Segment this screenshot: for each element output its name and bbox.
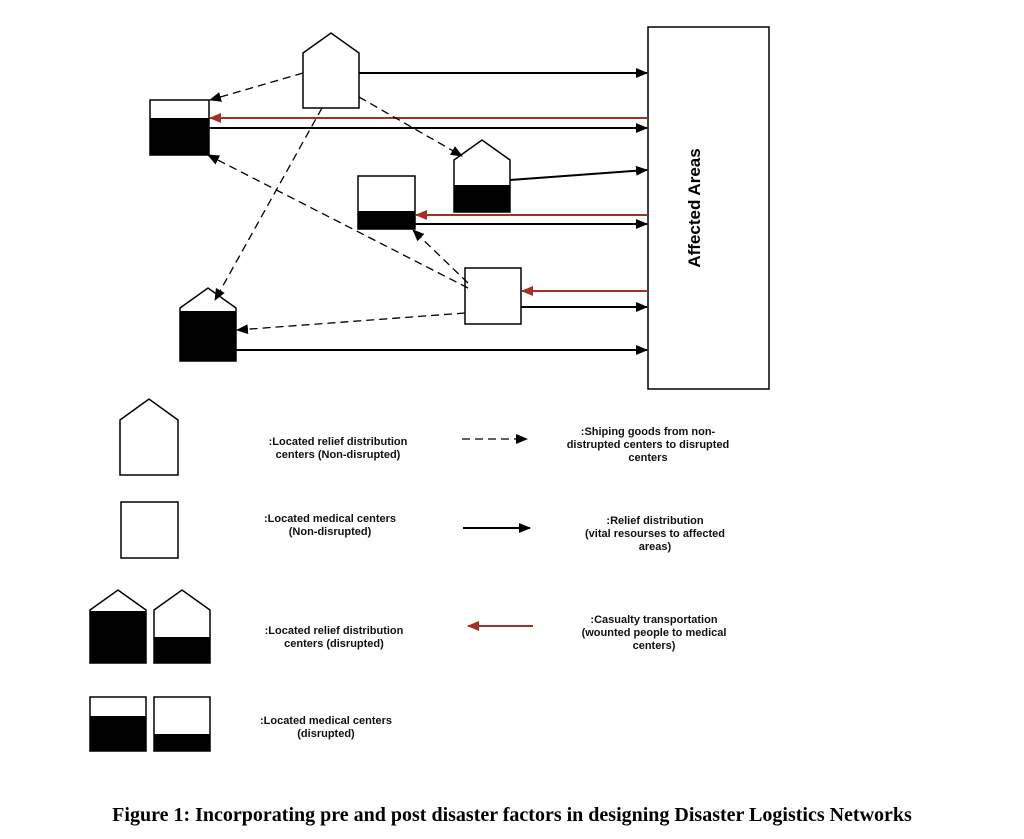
legend-relief-disrupted-full-icon [89, 589, 147, 664]
network-diagram: Affected Areas [89, 26, 770, 752]
shipping-dashed-arrows [207, 72, 469, 335]
legend-casualty-label: :Casualty transportation (wounted people… [581, 614, 727, 652]
legend-relief-distribution-label: :Relief distribution (vital resourses to… [585, 515, 725, 553]
legend-medical-non-disrupted-icon [120, 501, 179, 559]
legend-relief-non-disrupted-icon [119, 398, 179, 476]
legend-relief-disrupted-label: :Located relief distribution centers (di… [264, 625, 404, 650]
affected-areas-box [647, 26, 770, 390]
legend-medical-disrupted-partial-icon [153, 696, 211, 752]
legend-medical-non-disrupted-label: :Located medical centers (Non-disrupted) [263, 513, 397, 538]
legend-medical-disrupted-label: :Located medical centers (disrupted) [259, 715, 393, 740]
medical-center-lower-icon [464, 267, 522, 325]
relief-distribution-arrows [209, 68, 648, 355]
figure-caption: Figure 1: Incorporating pre and post dis… [112, 804, 912, 826]
medical-center-left-disrupted-icon [149, 99, 210, 156]
relief-center-top-icon [302, 32, 360, 109]
legend-shipping-label: :Shiping goods from non- distrupted cent… [566, 426, 730, 464]
legend-relief-non-disrupted-label: :Located relief distribution centers (No… [268, 436, 408, 461]
affected-areas-label: Affected Areas [685, 148, 704, 267]
legend-medical-disrupted-full-icon [89, 696, 147, 752]
casualty-transport-arrows [209, 113, 648, 296]
relief-center-middle-disrupted-icon [453, 139, 511, 213]
legend-relief-disrupted-partial-icon [153, 589, 211, 664]
medical-center-middle-disrupted-icon [357, 175, 416, 230]
relief-center-bottom-disrupted-icon [179, 287, 237, 362]
